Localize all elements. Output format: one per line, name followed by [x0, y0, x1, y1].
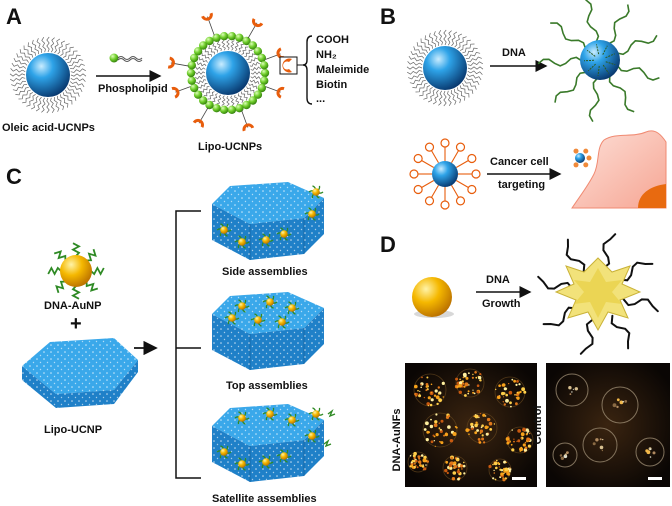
dna-growth-label-line2: Growth	[482, 298, 521, 310]
group-biotin: Biotin	[316, 79, 347, 91]
aunf-dna-strands	[537, 233, 659, 355]
gold-nanoparticle-core	[412, 277, 452, 317]
oleic-acid-ucnps-label: Oleic acid-UCNPs	[2, 122, 95, 134]
panel-label-b: B	[380, 4, 396, 29]
dna-strands	[537, 0, 660, 122]
scale-bar-left	[512, 477, 526, 480]
oleic-acid-ucnp	[9, 36, 87, 114]
functional-group-list: COOH NH₂ Maleimide Biotin ...	[316, 34, 369, 105]
group-more: ...	[316, 93, 325, 105]
scale-bar-right	[648, 477, 662, 480]
functional-group-bracket	[302, 35, 313, 105]
satellite-assemblies-label: Satellite assemblies	[212, 493, 317, 505]
b-ligand-fringe	[406, 29, 484, 107]
bound-ucnp-ligands	[573, 148, 592, 168]
top-assembly-hexagon	[212, 292, 324, 370]
dna-aunf	[537, 233, 659, 355]
b-ucnp-core	[423, 46, 467, 90]
phospholipid-icon	[109, 53, 143, 63]
aunp-core	[60, 255, 92, 287]
dna-inner-stubs	[583, 44, 616, 76]
lipo-ucnp-core	[206, 51, 250, 95]
gold-nanoparticle	[412, 277, 454, 318]
side-assembly-hexagon	[212, 182, 324, 260]
assembly-bracket	[175, 210, 201, 479]
micrograph-dna-aunfs-particles	[407, 368, 534, 482]
group-maleimide: Maleimide	[316, 64, 369, 76]
lipo-ucnps-label: Lipo-UCNPs	[198, 141, 262, 153]
targeting-ucnp	[409, 138, 481, 210]
micrograph-control-particles	[552, 373, 665, 468]
group-nh2: NH₂	[316, 49, 337, 61]
panel-label-c: C	[6, 164, 22, 189]
phospholipid-label: Phospholipid	[98, 83, 168, 95]
dna-ucnp-core	[580, 40, 620, 80]
side-assemblies-label: Side assemblies	[222, 266, 308, 278]
phospholipid-bilayer	[167, 12, 285, 132]
panel-label-d: D	[380, 232, 396, 257]
functional-group-box-icon	[282, 58, 292, 73]
dna-aunp	[47, 242, 105, 300]
lipo-ucnp-label: Lipo-UCNP	[44, 424, 102, 436]
satellite-assembly-hexagon	[212, 404, 336, 482]
targeting-arrow-label-line1: Cancer cell	[490, 156, 549, 168]
micrograph-dna-aunfs	[405, 363, 537, 487]
micrograph-control	[546, 363, 670, 487]
panel-label-a: A	[6, 4, 22, 29]
dna-aunp-label: DNA-AuNP	[44, 300, 101, 312]
bound-ucnp	[575, 153, 585, 163]
dna-aunp-strands	[47, 242, 105, 300]
dna-growth-label-line1: DNA	[486, 274, 510, 286]
oleic-acid-ligand-fringe	[9, 36, 87, 114]
ucnp-core	[26, 53, 70, 97]
targeting-ligands	[409, 138, 481, 210]
micrograph-control-label: Control	[532, 405, 544, 444]
plus-sign: +	[70, 313, 82, 335]
micrograph-dna-aunfs-label: DNA-AuNFs	[391, 409, 403, 472]
dna-ucnp	[537, 0, 660, 122]
targeting-arrow-label-line2: targeting	[498, 179, 545, 191]
lipo-ucnp	[167, 12, 285, 132]
b-oleic-acid-ucnp	[406, 29, 484, 107]
targeting-ucnp-core	[432, 161, 458, 187]
group-cooh: COOH	[316, 34, 349, 46]
lipo-ucnp-plate	[22, 338, 138, 408]
top-assemblies-label: Top assemblies	[226, 380, 308, 392]
cancer-cell-nucleus	[638, 184, 666, 208]
cancer-cell	[571, 130, 667, 209]
dna-arrow-label: DNA	[502, 47, 526, 59]
